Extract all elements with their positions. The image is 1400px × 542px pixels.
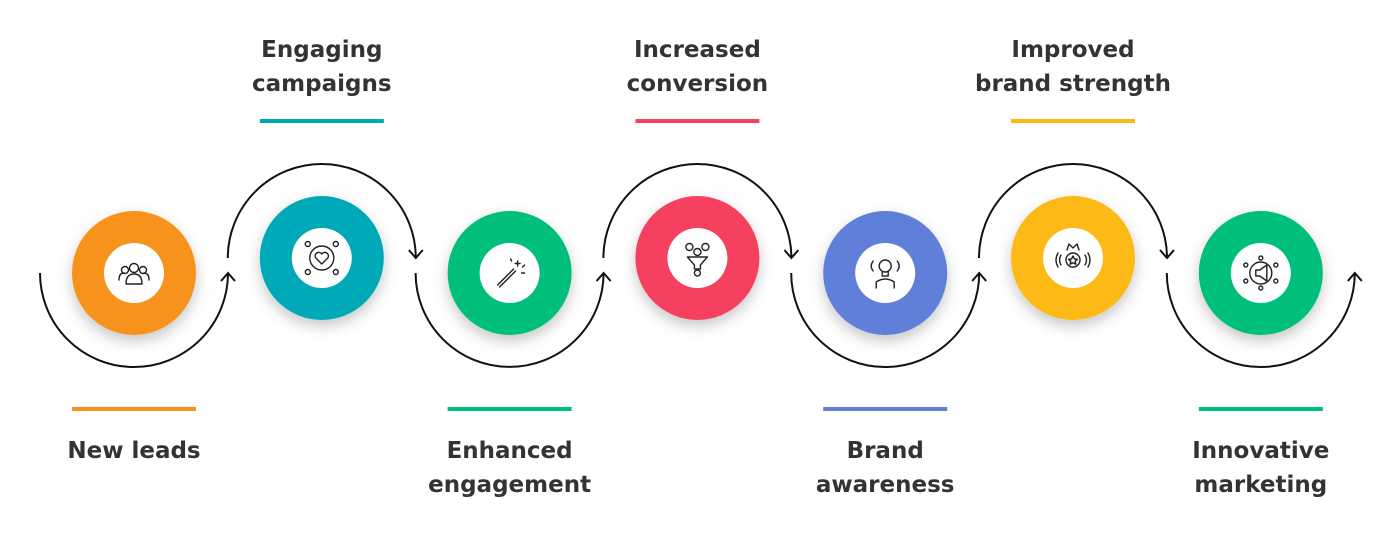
arrowhead-icon — [783, 249, 800, 260]
label-line: engagement — [428, 472, 592, 498]
step-circle-7 — [1198, 211, 1323, 335]
connector-arrow-1 — [39, 271, 236, 368]
connector-arrow-6 — [978, 163, 1175, 260]
label-line: awareness — [815, 472, 955, 498]
step-label-5: Brand awareness — [765, 434, 1005, 502]
conversion-funnel-icon — [685, 242, 710, 277]
connector-arrow-3 — [414, 271, 612, 368]
connector-arrow-5 — [790, 271, 987, 368]
step-label-7: Innovative marketing — [1141, 434, 1381, 502]
arrowhead-icon — [408, 249, 424, 260]
label-line: Improved — [1011, 37, 1135, 63]
step-label-3: Enhanced engagement — [390, 434, 630, 502]
step-label-6: Improved brand strength — [953, 33, 1193, 101]
step-label-4: Increased conversion — [577, 33, 817, 101]
step-circle-3 — [447, 211, 572, 335]
label-line: New leads — [67, 438, 201, 464]
heart-network-icon — [304, 240, 339, 276]
label-underline — [447, 407, 572, 411]
arrowhead-icon — [1347, 271, 1363, 282]
label-line: brand strength — [974, 71, 1171, 97]
magic-wand-icon — [496, 258, 526, 288]
label-line: Brand — [846, 438, 924, 464]
step-circle-2 — [259, 196, 384, 320]
label-underline — [259, 119, 384, 123]
label-underline — [823, 407, 948, 411]
step-circle-5 — [823, 211, 948, 335]
label-line: conversion — [626, 71, 769, 97]
label-underline — [72, 407, 196, 411]
arrowhead-icon — [1159, 249, 1175, 260]
step-label-1: New leads — [14, 434, 254, 468]
label-line: Enhanced — [446, 438, 573, 464]
step-circle-1 — [72, 211, 196, 335]
label-line: Engaging — [261, 37, 383, 63]
step-circle-6 — [1011, 196, 1135, 320]
label-line: Increased — [634, 37, 761, 63]
connector-arrow-4 — [602, 163, 800, 260]
label-underline — [1198, 407, 1323, 411]
label-line: campaigns — [252, 71, 392, 97]
connector-arrow-7 — [1165, 271, 1363, 368]
arrowhead-icon — [971, 271, 987, 282]
label-underline — [1011, 119, 1135, 123]
people-group-icon — [118, 262, 150, 285]
connector-arrow-2 — [226, 163, 424, 260]
megaphone-network-icon — [1243, 255, 1279, 291]
lightbulb-person-icon — [870, 259, 900, 289]
crown-star-icon — [1055, 243, 1091, 268]
label-underline — [635, 119, 760, 123]
step-label-2: Engaging campaigns — [202, 33, 442, 101]
label-line: marketing — [1194, 472, 1328, 498]
label-line: Innovative — [1192, 438, 1330, 464]
step-circle-4 — [635, 196, 760, 320]
arrowhead-icon — [220, 271, 236, 282]
arrowhead-icon — [595, 271, 612, 282]
